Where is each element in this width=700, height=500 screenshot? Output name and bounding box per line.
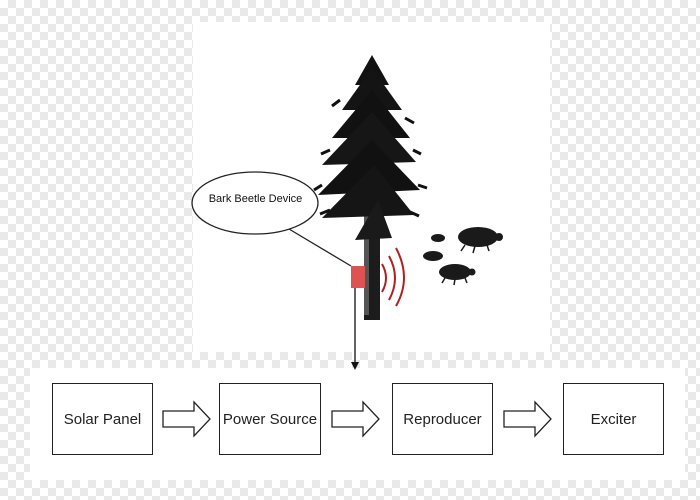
solar-panel-box: Solar Panel bbox=[52, 383, 153, 455]
reproducer-box: Reproducer bbox=[392, 383, 493, 455]
exciter-box: Exciter bbox=[563, 383, 664, 455]
right-arrow-icon bbox=[162, 400, 211, 438]
right-arrow-icon bbox=[331, 400, 380, 438]
callout-label: Bark Beetle Device bbox=[208, 193, 303, 205]
power-source-box: Power Source bbox=[219, 383, 321, 455]
right-arrow-icon bbox=[503, 400, 552, 438]
bark-beetle-device bbox=[351, 266, 365, 288]
pine-tree-icon bbox=[313, 55, 428, 320]
callout-bubble bbox=[191, 171, 319, 235]
callout-pointer bbox=[288, 228, 352, 267]
bark-beetle-icon bbox=[423, 227, 503, 286]
device-connector-arrowhead bbox=[351, 362, 359, 370]
sound-wave-icon bbox=[381, 247, 405, 307]
